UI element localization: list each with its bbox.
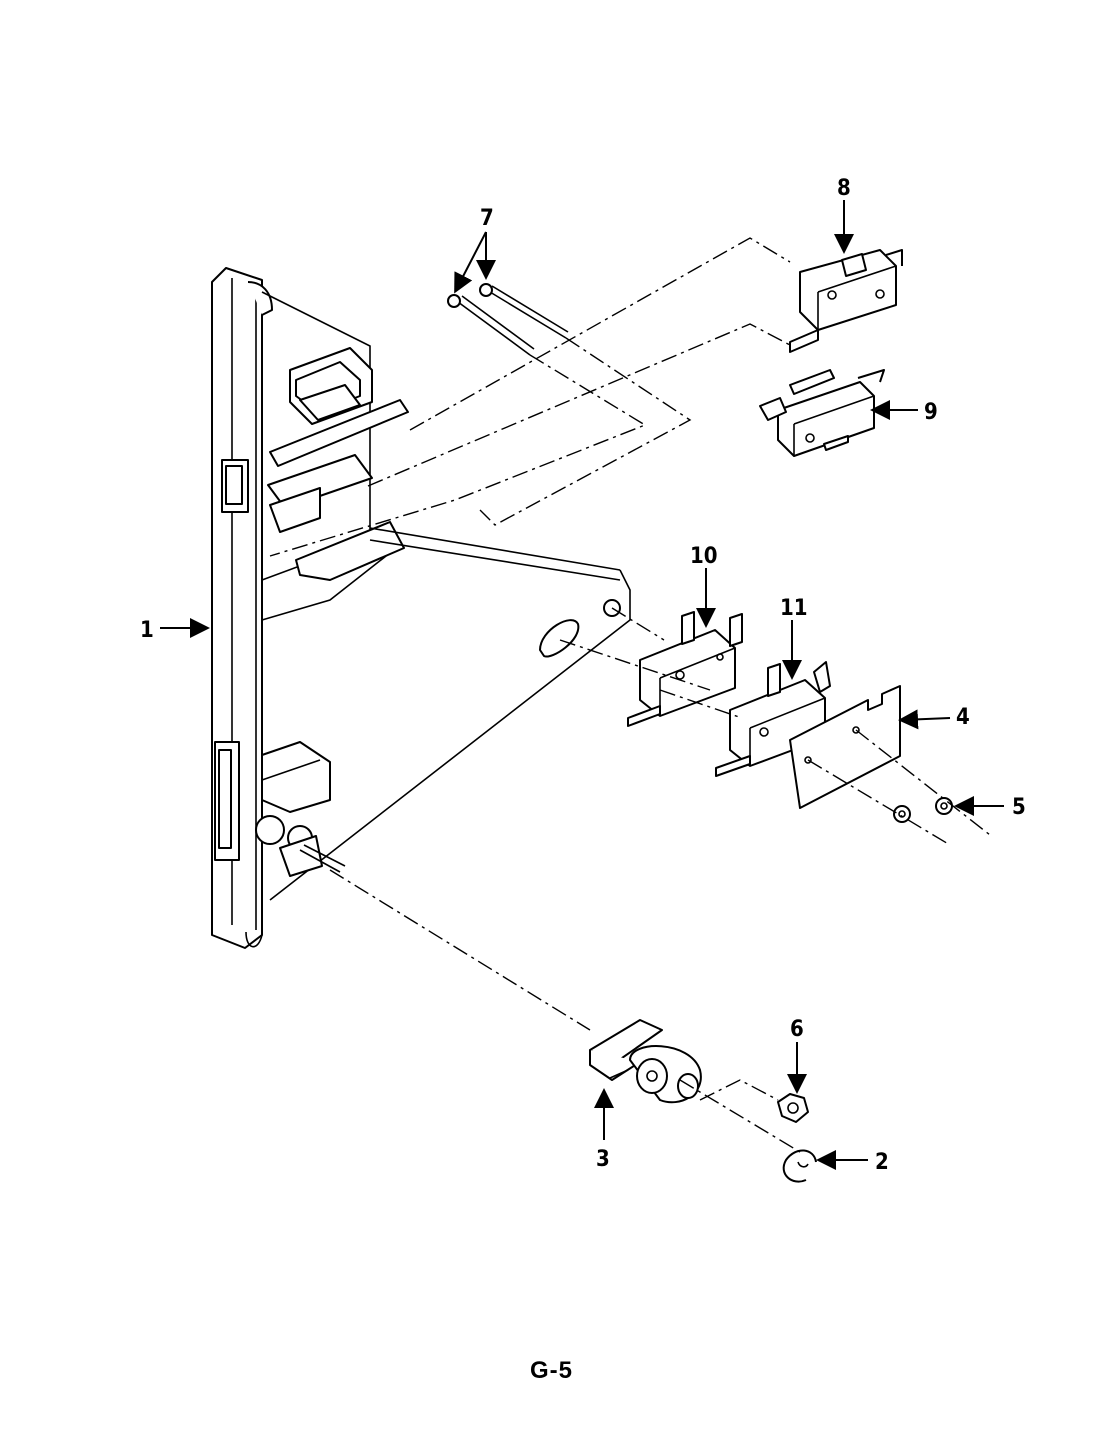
microswitch-8-part xyxy=(789,249,903,353)
callout-9: 9 xyxy=(924,400,938,425)
callout-8: 8 xyxy=(837,176,851,201)
callout-7: 7 xyxy=(480,206,494,231)
microswitch-10-part xyxy=(627,611,743,727)
callout-6: 6 xyxy=(790,1017,804,1042)
page-label: G-5 xyxy=(530,1357,574,1384)
callout-5: 5 xyxy=(1012,795,1026,820)
nuts-part xyxy=(893,797,953,823)
callout-arrows xyxy=(160,200,1004,1170)
callout-labels: 1 2 3 4 5 6 7 8 9 10 11 xyxy=(140,176,1026,1175)
callout-1: 1 xyxy=(140,618,154,643)
callout-4: 4 xyxy=(956,705,970,730)
callout-11: 11 xyxy=(780,596,808,621)
callout-10: 10 xyxy=(690,544,718,569)
callout-2: 2 xyxy=(875,1150,889,1175)
e-ring-part xyxy=(782,1149,817,1183)
mounting-plate-part xyxy=(789,685,901,809)
panel-bracket-part xyxy=(211,267,631,949)
callout-3: 3 xyxy=(596,1147,610,1172)
screws-part xyxy=(447,283,569,356)
cam-actuator-part xyxy=(589,1019,702,1104)
nut-6-part xyxy=(777,1093,809,1123)
assembly-lines xyxy=(269,237,991,1153)
microswitch-9-part xyxy=(759,369,885,457)
